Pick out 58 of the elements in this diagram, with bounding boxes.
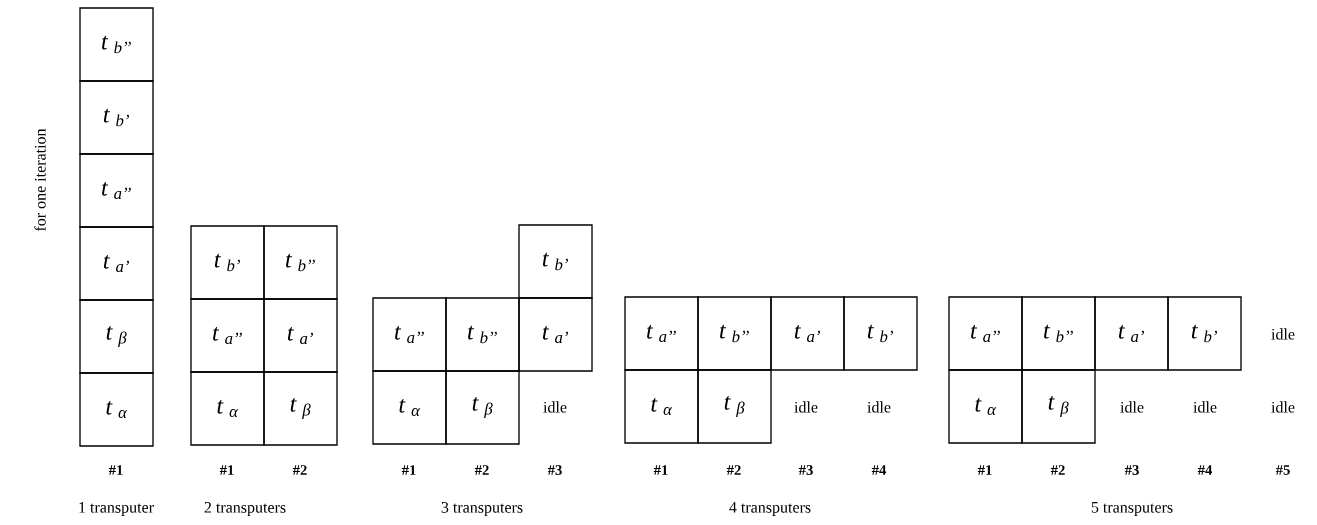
group-caption: 5 transputers (1091, 502, 1173, 516)
task-cell: t $_{β}$ (79, 299, 154, 374)
column-number: #1 (977, 465, 992, 475)
idle-label: idle (1120, 401, 1144, 413)
group-caption: 2 transputers (204, 502, 286, 516)
column-number: #4 (871, 465, 887, 475)
task-cell: t $_{b’’}$ (697, 296, 772, 371)
idle-label: idle (794, 401, 818, 413)
group-caption: 3 transputers (441, 502, 523, 516)
task-cell: t $_{a’}$ (1094, 296, 1169, 371)
task-cell: t $_{a’}$ (263, 298, 338, 373)
task-cell: t $_{α}$ (624, 369, 699, 444)
column-number: #4 (1197, 465, 1213, 475)
column-number: #2 (292, 465, 307, 475)
task-cell: t $_{β}$ (697, 369, 772, 444)
task-cell: t $_{a’’}$ (948, 296, 1023, 371)
task-cell: t $_{α}$ (948, 369, 1023, 444)
task-cell: t $_{a’’}$ (372, 297, 447, 372)
idle-label: idle (1271, 401, 1295, 413)
task-cell: t $_{b’’}$ (263, 225, 338, 300)
column-number: #2 (474, 465, 489, 475)
column-number: #1 (653, 465, 668, 475)
task-cell: t $_{b’’}$ (1021, 296, 1096, 371)
task-cell: t $_{β}$ (1021, 369, 1096, 444)
column-number: #1 (108, 465, 123, 475)
task-cell: t $_{b’}$ (843, 296, 918, 371)
task-cell: t $_{a’}$ (770, 296, 845, 371)
task-cell: t $_{a’’}$ (624, 296, 699, 371)
group-caption: 1 transputer (79, 502, 154, 516)
column-number: #2 (726, 465, 741, 475)
column-number: #5 (1275, 465, 1290, 475)
task-cell: t $_{b’}$ (190, 225, 265, 300)
task-cell: t $_{a’’}$ (190, 298, 265, 373)
task-cell: t $_{b’}$ (518, 224, 593, 299)
task-cell: t $_{β}$ (445, 370, 520, 445)
task-cell: t $_{β}$ (263, 371, 338, 446)
task-cell: t $_{a’’}$ (79, 153, 154, 228)
task-cell: t $_{b’’}$ (445, 297, 520, 372)
task-cell: t $_{b’}$ (79, 80, 154, 155)
column-number: #3 (1124, 465, 1139, 475)
task-cell: t $_{a’}$ (79, 226, 154, 301)
column-number: #1 (401, 465, 416, 475)
idle-label: idle (867, 401, 891, 413)
task-cell: t $_{α}$ (190, 371, 265, 446)
idle-label: idle (1271, 328, 1295, 340)
column-number: #1 (219, 465, 234, 475)
task-cell: t $_{a’}$ (518, 297, 593, 372)
group-caption: 4 transputers (729, 502, 811, 516)
task-cell: t $_{b’}$ (1167, 296, 1242, 371)
task-cell: t $_{α}$ (79, 372, 154, 447)
column-number: #3 (798, 465, 813, 475)
idle-label: idle (543, 401, 567, 413)
task-cell: t $_{b’’}$ (79, 7, 154, 82)
column-number: #3 (547, 465, 562, 475)
idle-label: idle (1193, 401, 1217, 413)
axis-label: for one iteration (34, 128, 46, 232)
column-number: #2 (1050, 465, 1065, 475)
task-cell: t $_{α}$ (372, 370, 447, 445)
